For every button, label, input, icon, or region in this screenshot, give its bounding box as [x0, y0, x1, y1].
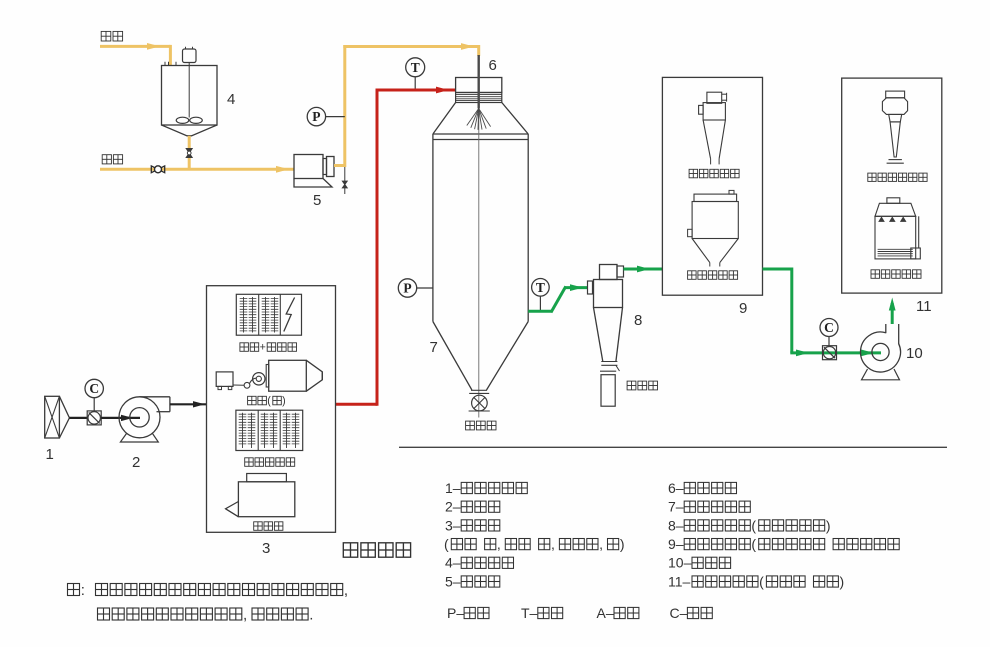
svg-text:,: , [551, 536, 555, 552]
svg-text:T: T [411, 60, 420, 75]
svg-text:): ) [826, 517, 831, 533]
svg-text:7–: 7– [668, 499, 684, 515]
svg-text:.: . [309, 606, 313, 623]
svg-text:,: , [344, 582, 348, 599]
svg-text:8: 8 [634, 312, 642, 329]
svg-text:3–: 3– [445, 517, 461, 533]
svg-text:P: P [312, 109, 320, 124]
svg-text:(: ( [759, 573, 764, 589]
svg-text:5–: 5– [445, 573, 461, 589]
svg-text:P–: P– [447, 605, 464, 621]
svg-text:C: C [824, 320, 834, 335]
svg-text:T: T [536, 280, 545, 295]
svg-text:+: + [260, 342, 266, 354]
svg-text:C: C [89, 381, 99, 396]
svg-text:10: 10 [906, 345, 923, 362]
svg-text:): ) [282, 395, 286, 407]
svg-text:,: , [497, 536, 501, 552]
svg-text:6–: 6– [668, 480, 684, 496]
svg-text:T–: T– [521, 605, 538, 621]
svg-text:1–: 1– [445, 480, 461, 496]
svg-text:A–: A– [597, 605, 614, 621]
svg-text:C–: C– [670, 605, 688, 621]
svg-text:1: 1 [46, 446, 54, 463]
svg-text:): ) [840, 573, 845, 589]
svg-text:,: , [243, 606, 247, 623]
svg-text:3: 3 [262, 540, 270, 557]
svg-text:8–: 8– [668, 517, 684, 533]
svg-text:(: ( [751, 536, 756, 552]
svg-text:,: , [599, 536, 603, 552]
svg-text:11: 11 [916, 298, 932, 315]
svg-text:(: ( [267, 395, 271, 407]
svg-text:2–: 2– [445, 499, 461, 515]
svg-text:4–: 4– [445, 555, 461, 571]
svg-text:9–: 9– [668, 536, 684, 552]
svg-text:): ) [620, 536, 625, 552]
svg-text::: : [81, 582, 85, 599]
svg-text:(: ( [444, 536, 449, 552]
svg-text:5: 5 [313, 192, 321, 209]
svg-text:10–: 10– [668, 555, 692, 571]
svg-text:4: 4 [227, 91, 235, 108]
svg-text:P: P [403, 281, 411, 296]
svg-text:6: 6 [489, 57, 497, 74]
svg-text:2: 2 [132, 454, 140, 471]
svg-text:9: 9 [739, 300, 747, 317]
svg-text:(: ( [751, 517, 756, 533]
svg-text:11–: 11– [668, 573, 691, 589]
svg-text:7: 7 [430, 339, 438, 356]
